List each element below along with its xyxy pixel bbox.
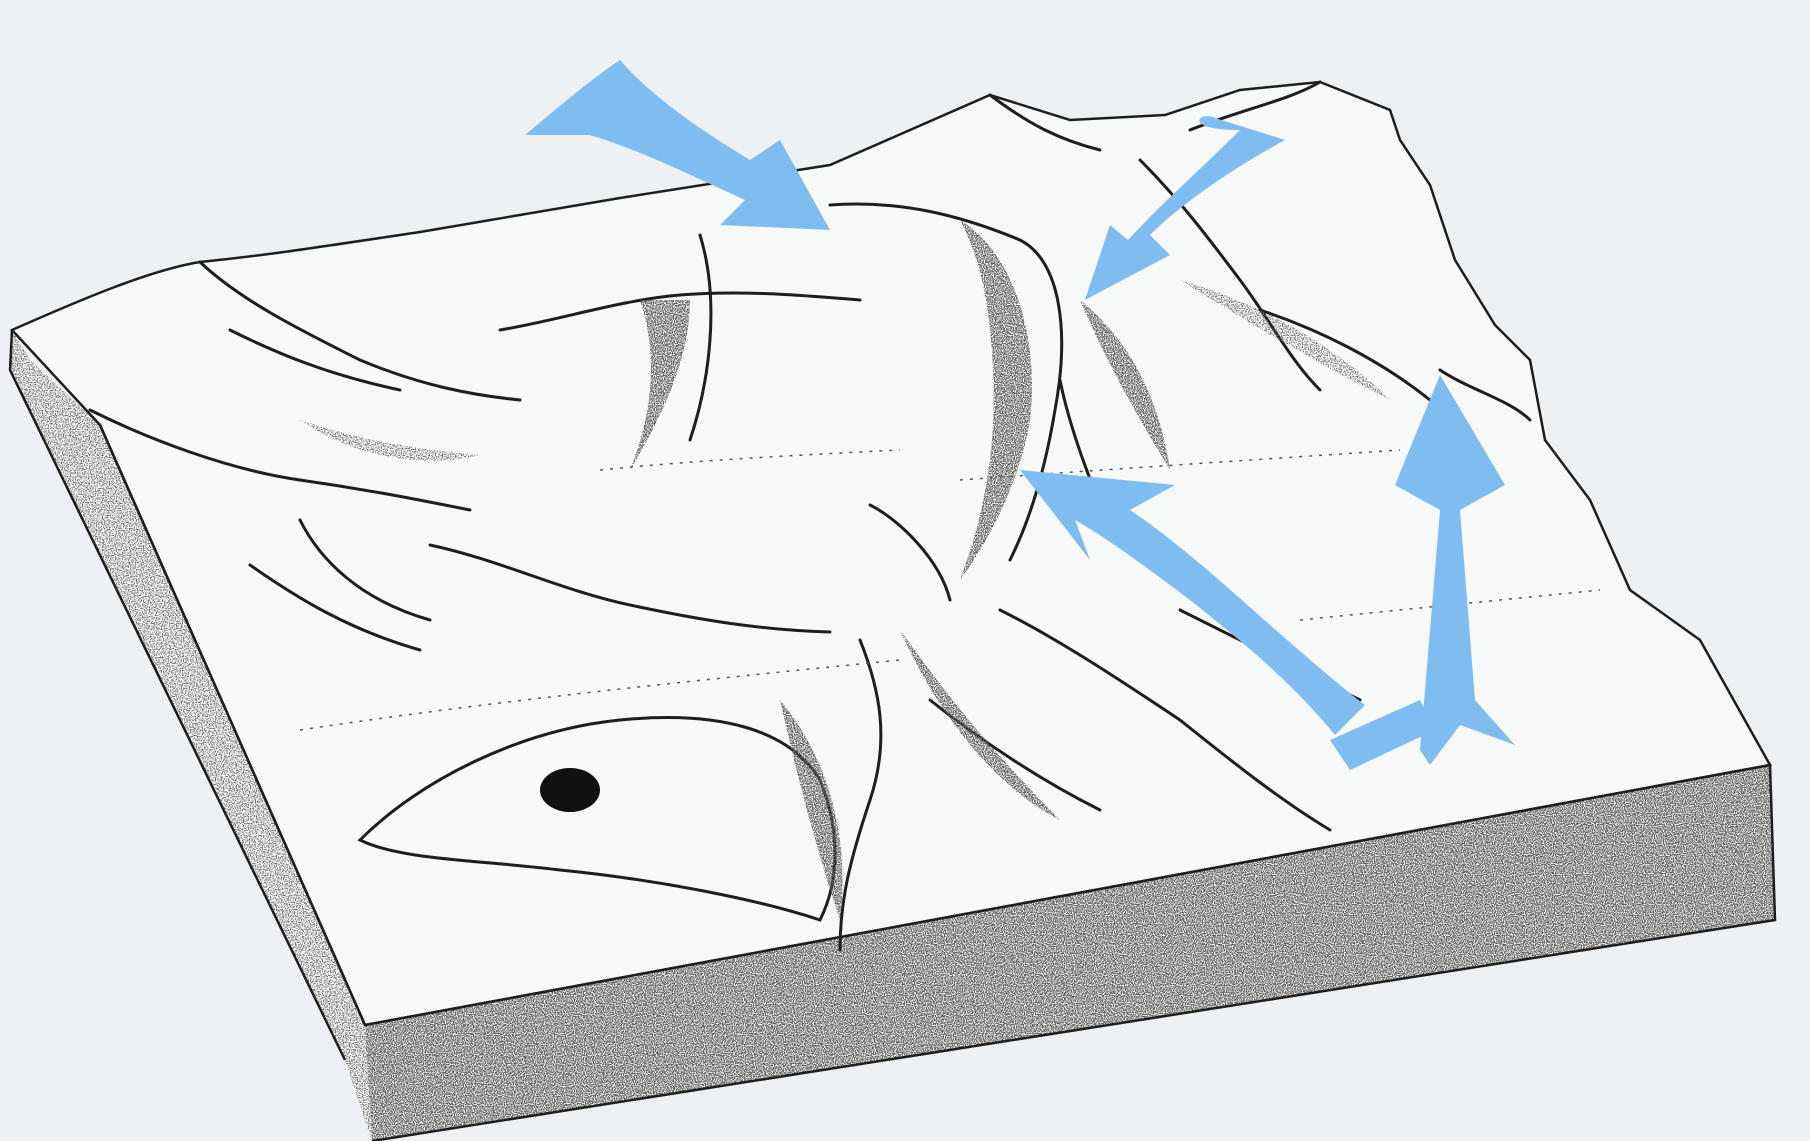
depression-mark — [540, 768, 600, 812]
